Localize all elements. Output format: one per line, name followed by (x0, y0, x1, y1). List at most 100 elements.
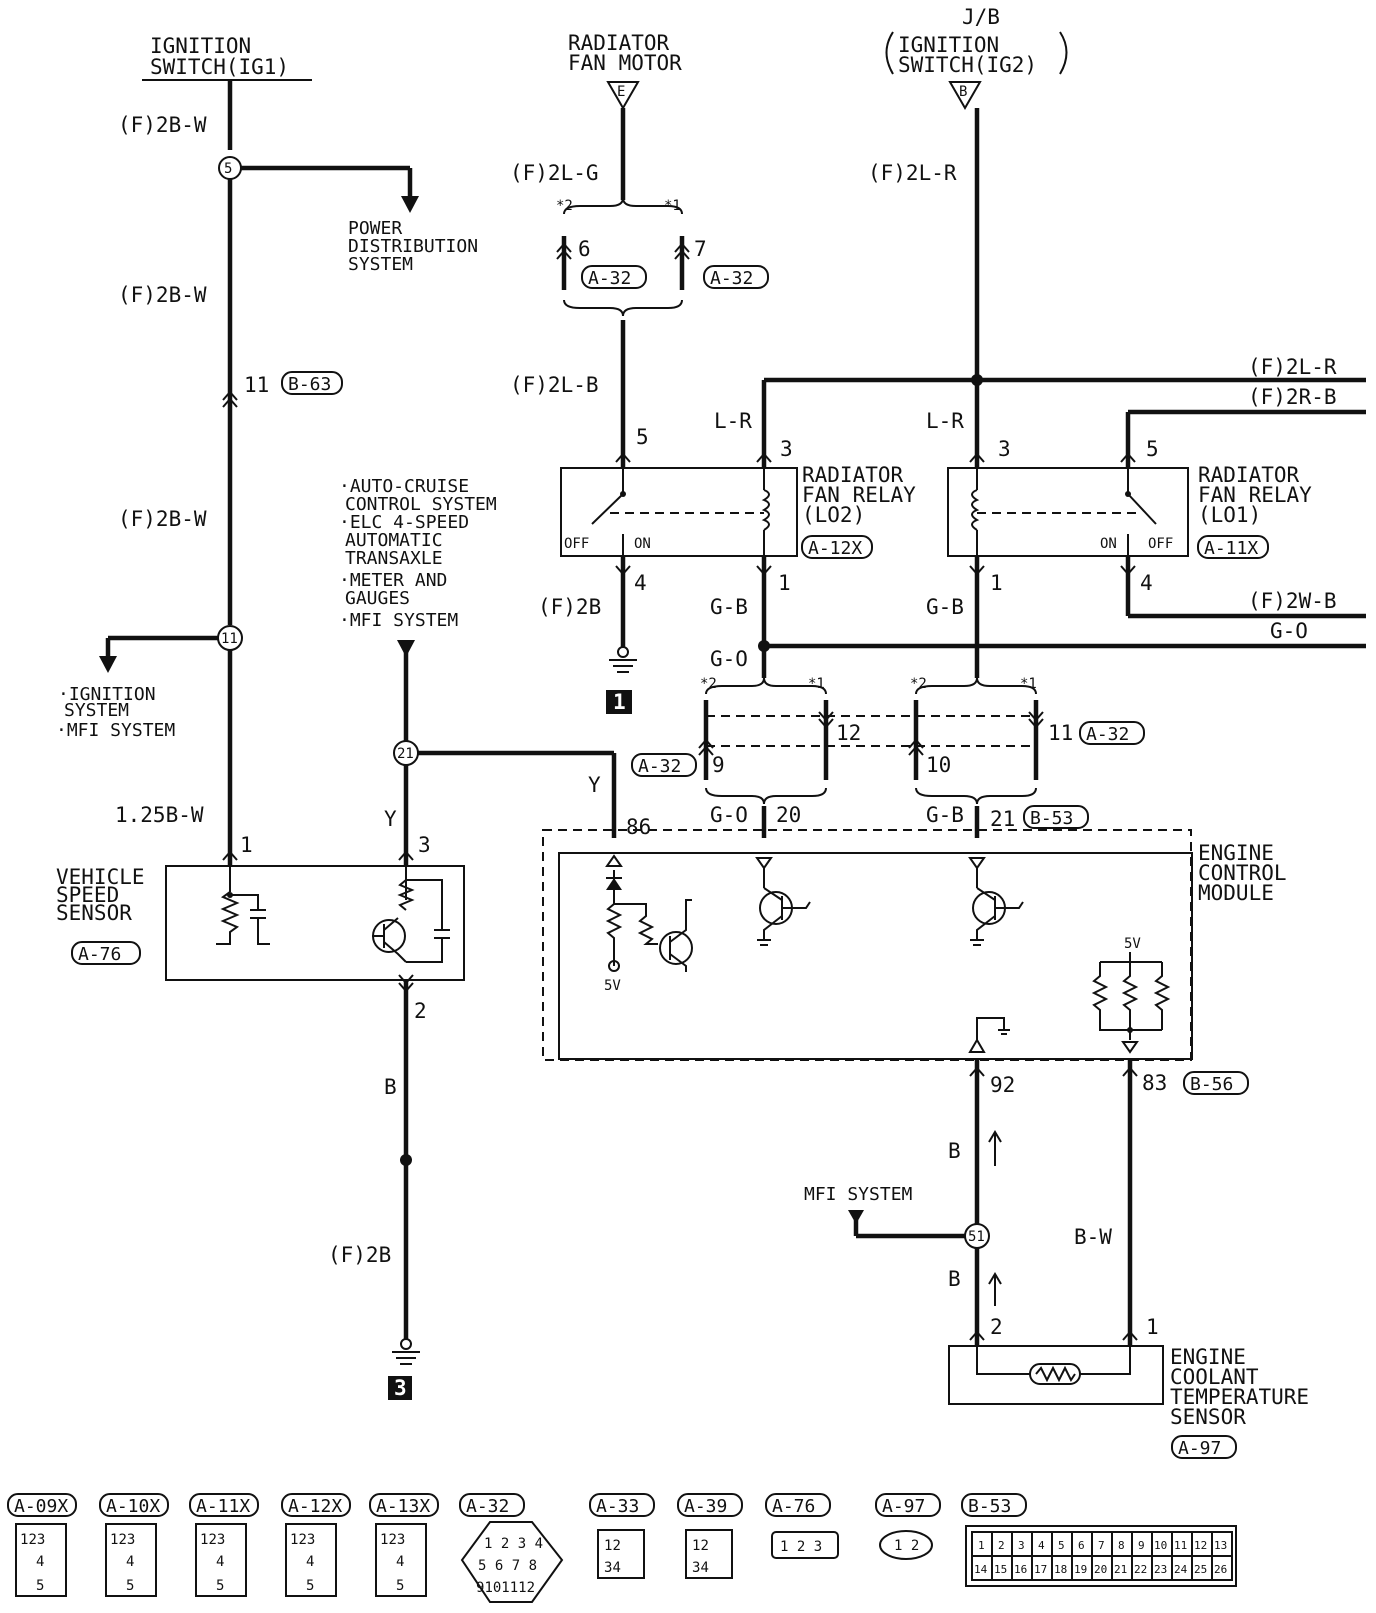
wire-label-y-vss: Y (384, 807, 397, 831)
legend-a13x-label: A-13X (376, 1496, 430, 1517)
a32-pin11-mark (1028, 711, 1044, 729)
mfi-arrow-icon (848, 1210, 864, 1224)
legend-a76-body (771, 1531, 839, 1559)
option-brace-bottom (563, 299, 683, 317)
a32-pin-11: 11 (1048, 721, 1073, 745)
vss-pullup-resistor (397, 879, 415, 911)
legend-a09x: A-09X 123 4 5 (7, 1493, 77, 1597)
ecm-label-1: ENGINE (1198, 841, 1274, 865)
legend-b53-pin: 26 (1214, 1563, 1227, 1576)
dest-list-1: ·AUTO-CRUISE (339, 476, 469, 497)
legend-a10x-pin4: 4 (126, 1554, 134, 1570)
legend-a13x-pins-top: 123 (380, 1532, 405, 1548)
vss-pin-1: 1 (240, 833, 253, 857)
legend-a39-row1: 12 (692, 1538, 709, 1554)
power-dist-label-2: DISTRIBUTION (348, 236, 478, 257)
legend-b53-pin: 3 (1018, 1539, 1025, 1552)
wire-label-f2lb: (F)2L-B (510, 373, 599, 397)
a32-connector-tag-2 (703, 265, 769, 289)
legend-a13x-pin4: 4 (396, 1554, 404, 1570)
option-brace-low-2 (915, 787, 1037, 805)
legend-a10x-tag (99, 1493, 169, 1517)
signal-arrow-up-2-icon (988, 1272, 1002, 1306)
dest-list-7: GAUGES (345, 588, 410, 609)
fan-motor-title-1: RADIATOR (568, 31, 670, 55)
ect-pin-2: 2 (990, 1315, 1003, 1339)
legend-a97-label: A-97 (882, 1496, 925, 1517)
legend-a09x-label: A-09X (14, 1496, 68, 1517)
legend-b53-pin: 13 (1214, 1539, 1227, 1552)
ect-pin2-mark (969, 1330, 985, 1341)
legend-a10x-pins-top: 123 (110, 1532, 135, 1548)
fan-motor-conn-letter: E (617, 84, 625, 100)
legend-a97-tag (875, 1493, 941, 1517)
legend-a76-tag (765, 1493, 831, 1517)
legend-a39-row2: 34 (692, 1560, 709, 1576)
legend-a11x-pin5: 5 (216, 1578, 224, 1594)
lo2-label-1: RADIATOR (802, 463, 904, 487)
b56-connector-tag (1183, 1071, 1249, 1095)
splice-node-21-label: 21 (397, 746, 414, 762)
ig1-title-1: IGNITION (150, 34, 251, 58)
legend-b53-pin: 24 (1174, 1563, 1188, 1576)
option-star1-mid-1: *1 (808, 676, 825, 692)
legend-b53-pin: 4 (1038, 1539, 1045, 1552)
ecm-83-resistor-network (1091, 952, 1171, 1040)
legend-b53-pin: 11 (1174, 1539, 1187, 1552)
b53-connector-tag (1023, 805, 1089, 829)
a97-connector-tag (1171, 1435, 1237, 1459)
ig1-title-2: SWITCH(IG1) (150, 55, 289, 79)
wire-label-bw: B-W (1074, 1225, 1112, 1249)
ecm-86-5v-label: 5V (604, 978, 621, 994)
legend-a39-label: A-39 (684, 1496, 727, 1517)
legend-b53-pin: 16 (1014, 1563, 1027, 1576)
ground-1-icon (609, 659, 637, 673)
a32-connector-tag-1 (581, 265, 647, 289)
ground-1-terminal (617, 646, 629, 658)
legend-a11x-pins-top: 123 (200, 1532, 225, 1548)
lo1-pin4-mark (1120, 565, 1136, 576)
ecm-pin83-mark (1122, 1066, 1138, 1077)
ecm-86-transistor-leads (669, 899, 692, 972)
wire-label-f2bw-2: (F)2B-W (118, 283, 207, 307)
fan-relay-lo2-box (560, 467, 798, 557)
power-dist-label-3: SYSTEM (348, 254, 413, 275)
wire-label-b-ect-2: B (948, 1267, 961, 1291)
ecm-20-ground-icon (757, 939, 771, 946)
legend-a09x-body (15, 1523, 67, 1597)
ect-label-3: TEMPERATURE (1170, 1385, 1309, 1409)
legend-a33-row2: 34 (604, 1560, 621, 1576)
legend-a76-label: A-76 (772, 1496, 815, 1517)
vss-left-circuit (216, 866, 270, 945)
dest-list-3: ·ELC 4-SPEED (339, 512, 469, 533)
lo2-off-label: OFF (564, 536, 589, 552)
legend-a10x-pin5: 5 (126, 1578, 134, 1594)
lo1-pin1-mark (969, 565, 985, 576)
legend-a32-row2: 5 6 7 8 (478, 1558, 537, 1574)
lo2-pin-5: 5 (636, 425, 649, 449)
legend-a12x: A-12X 123 4 5 (281, 1493, 351, 1597)
legend-a39-body (685, 1529, 733, 1579)
dest-arrow-icon (397, 640, 415, 657)
legend-b53-tag (961, 1493, 1027, 1517)
legend-a12x-body (285, 1523, 337, 1597)
legend-a11x-pin4: 4 (216, 1554, 224, 1570)
ig2-paren-left (885, 31, 894, 75)
lo2-pin3-mark (756, 452, 772, 463)
lo1-label-3: (LO1) (1198, 503, 1261, 527)
a32-pin-12: 12 (836, 721, 861, 745)
legend-b53-pin: 1 (978, 1539, 985, 1552)
fan-motor-connector-icon (606, 81, 640, 111)
legend-a76-pins: 1 2 3 (780, 1539, 822, 1555)
a32-pin12-mark (818, 711, 834, 729)
b53-connector-label: B-53 (1030, 808, 1073, 829)
ect-pin1-mark (1122, 1330, 1138, 1341)
wire-label-b-vss: B (384, 1075, 397, 1099)
splice-node-5-label: 5 (224, 161, 232, 177)
signal-arrow-up-1-icon (988, 1130, 1002, 1166)
ground-3-icon (392, 1351, 420, 1365)
dest-list-6: ·METER AND (339, 570, 447, 591)
wire-label-f2wb: (F)2W-B (1248, 589, 1337, 613)
fan-relay-lo1-box (947, 467, 1189, 557)
